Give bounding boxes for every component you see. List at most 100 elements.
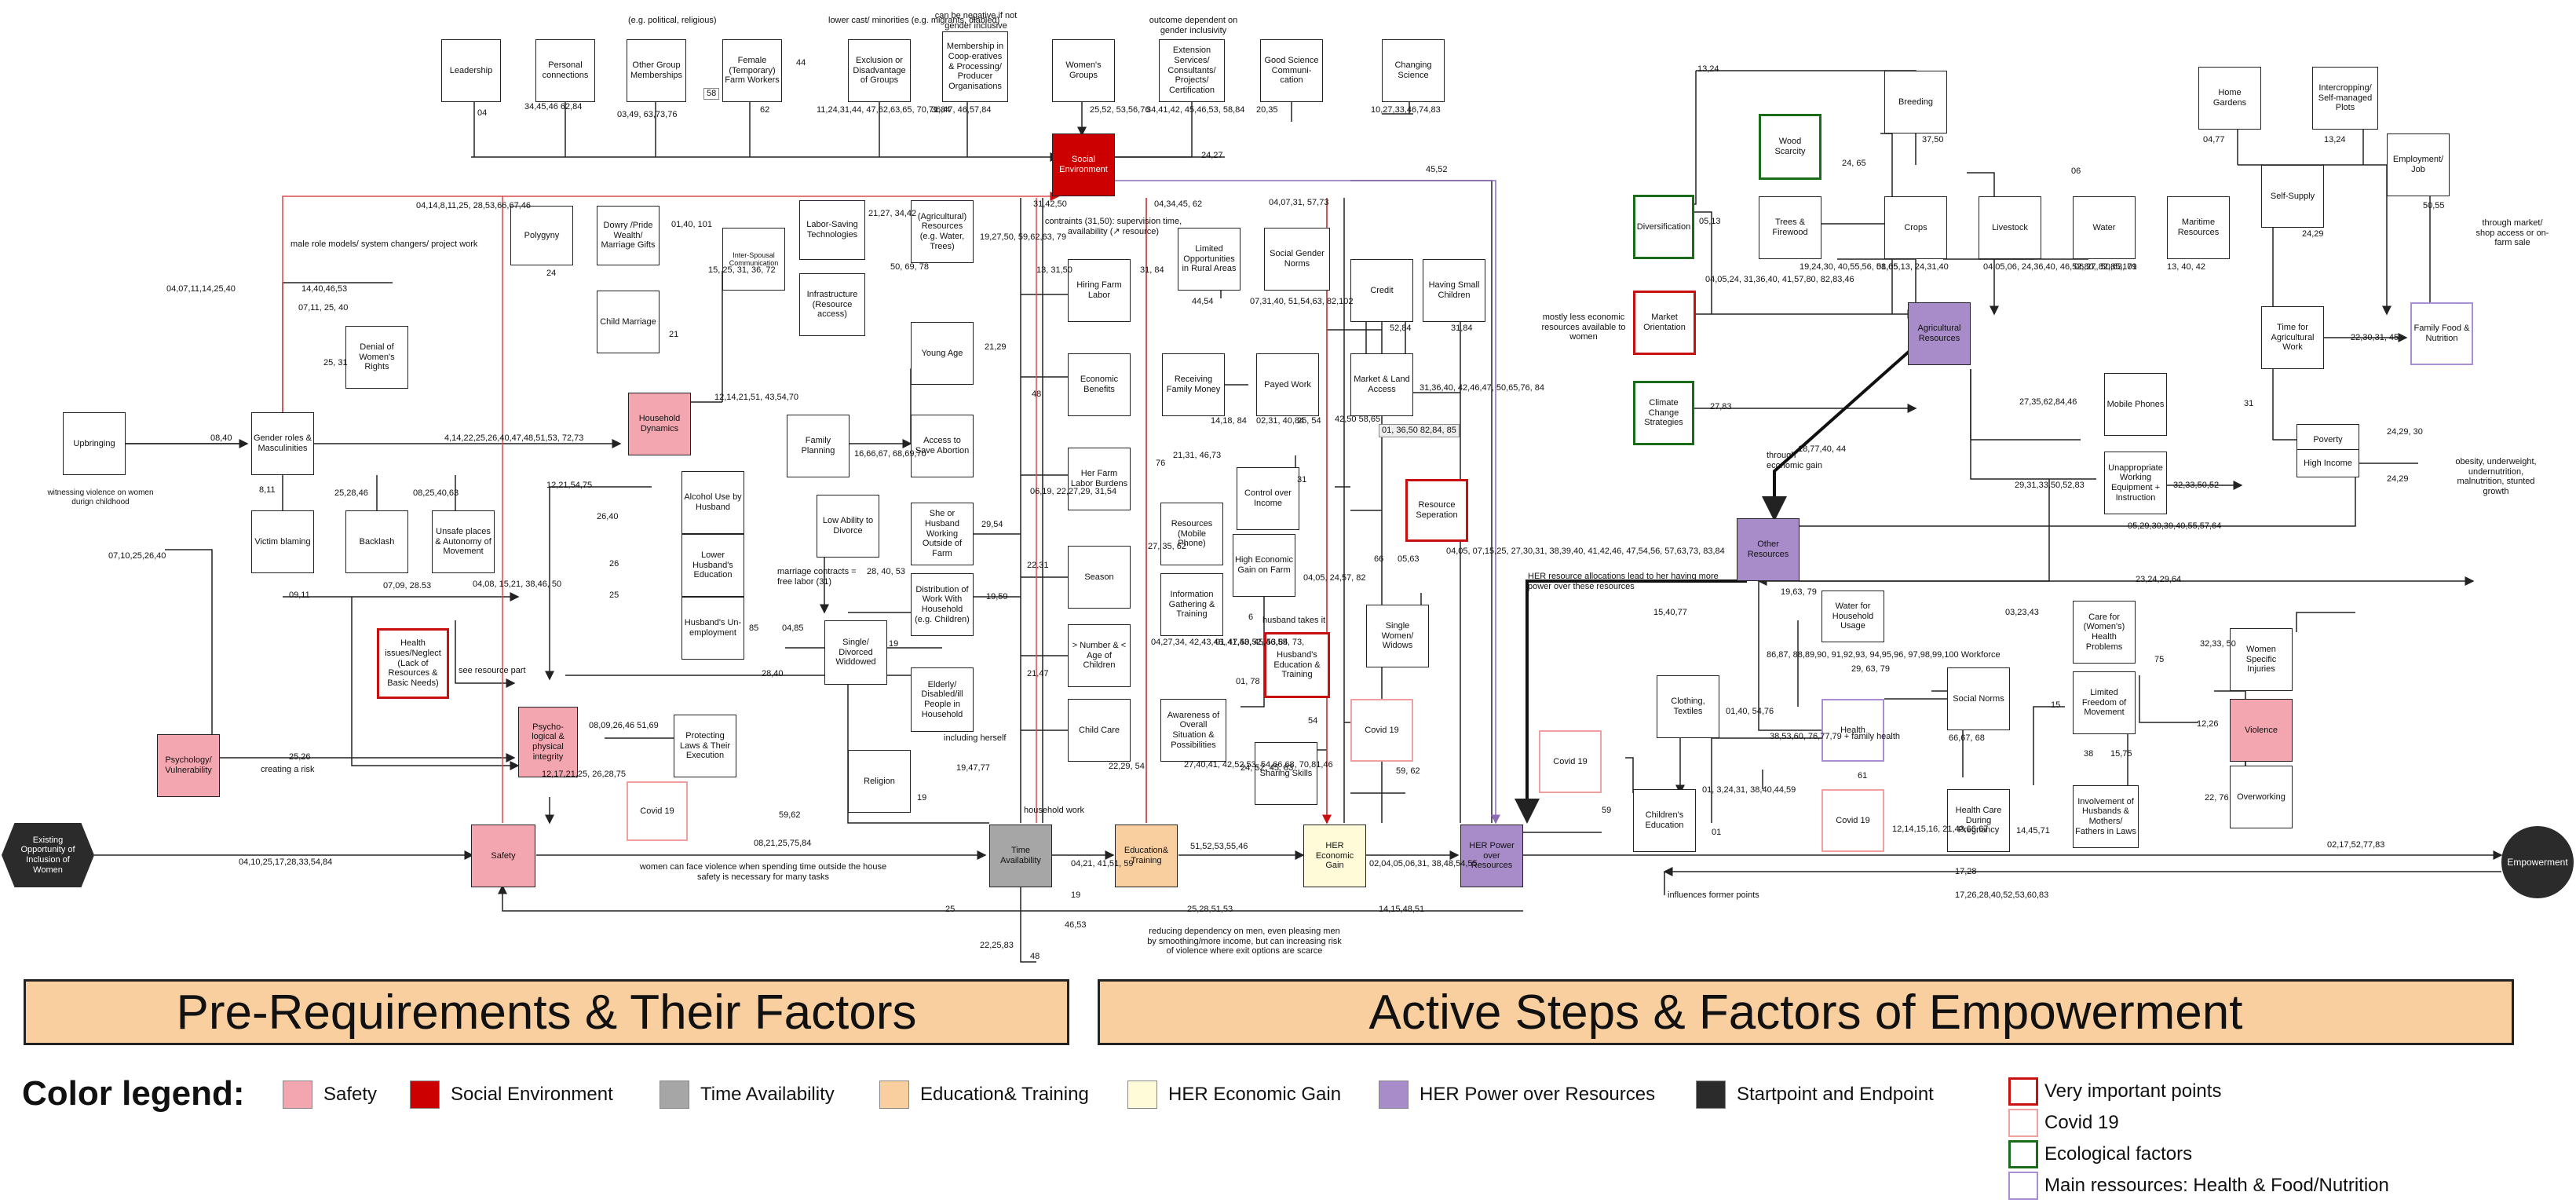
node-high-income: High Income <box>2296 449 2359 477</box>
node-unappropriate-equipment: Unappropriate Working Equipment + Instru… <box>2104 452 2167 514</box>
node-womens-groups: Women's Groups <box>1052 39 1115 102</box>
node-self-supply-label: Self-Supply <box>2270 191 2315 201</box>
node-lower-husband-education-label: Lower Husband's Education <box>692 550 733 580</box>
edge-label: 19,24,30, 40,55,56, 58,65 <box>1800 262 1898 272</box>
node-inter-spousal-communication: Inter-Spousal Communication <box>722 228 785 291</box>
edge-label: 8,11 <box>259 485 276 495</box>
edge-label: 25,26 <box>289 752 311 762</box>
edge-label: 27,40,41, 42,52,53, 54,66,68, 70,81,46 <box>1184 760 1333 770</box>
edge-label: 25,52, 53,56,76 <box>1090 105 1150 115</box>
edge-label: 21,27, 34,42 <box>868 209 917 218</box>
node-overworking: Overworking <box>2230 766 2293 828</box>
node-maritime-resources-label: Maritime Resources <box>2177 218 2220 237</box>
node-good-science-communication: Good Science Communi-cation <box>1260 39 1323 102</box>
node-awareness: Awareness of Overall Situation & Possibi… <box>1160 699 1226 762</box>
core-node-education-training: Education& Training <box>1115 825 1178 887</box>
edge-label: 07,11, 25, 40 <box>298 303 349 313</box>
legend-border-covid: Covid 19 <box>2008 1109 2119 1137</box>
edge-label: 31,84 <box>1451 324 1473 333</box>
edge-label: 25 <box>945 905 955 914</box>
edge-label: 22,30,31, 45 <box>2351 333 2399 342</box>
node-other-group-memberships-label: Other Group Memberships <box>630 60 683 80</box>
edge-label: 44 <box>796 58 806 68</box>
node-protecting-laws-label: Protecting Laws & Their Execution <box>680 731 730 761</box>
node-control-over-income: Control over Income <box>1237 467 1299 530</box>
legend-label-start-end: Startpoint and Endpoint <box>1737 1084 1934 1105</box>
edge-label: 04 <box>477 108 488 118</box>
core-node-her-economic-gain-label: HER Economic Gain <box>1315 841 1354 871</box>
edge-label: 44,54 <box>1192 297 1214 306</box>
annotation: women can face violence when spending ti… <box>639 862 887 882</box>
node-family-planning-label: Family Planning <box>801 436 835 455</box>
edge-label: 10,27,33,46,74,83 <box>1371 105 1441 115</box>
node-covid-mid: Covid 19 <box>1350 699 1413 762</box>
node-low-ability-divorce: Low Ability to Divorce <box>817 495 879 558</box>
node-clothing-textiles-label: Clothing, Textiles <box>1671 697 1705 716</box>
legend-label-her-power: HER Power over Resources <box>1420 1084 1656 1105</box>
edge-label: 27, 35, 62 <box>1148 542 1186 551</box>
node-credit: Credit <box>1350 259 1413 322</box>
edge-label: 76 <box>1156 459 1166 468</box>
node-economic-benefits-label: Economic Benefits <box>1080 375 1119 394</box>
node-hiring-farm-labor: Hiring Farm Labor <box>1068 259 1131 322</box>
edge-label: 59, 62 <box>1396 766 1420 776</box>
node-employment-job-label: Employment/ Job <box>2392 155 2444 174</box>
node-psychological-integrity: Psycho-logical & physical integrity <box>518 707 578 777</box>
annotation: reducing dependency on men, even pleasin… <box>1147 927 1342 956</box>
edge-label: 01,41,43, 45,46,55, 73, <box>1215 638 1305 647</box>
edge-label: 11,24,31,44, 47,62,63,65, 70,71,84 <box>817 105 951 115</box>
edge-label: 08,21,25,75,84 <box>754 839 812 848</box>
node-victim-blaming-label: Victim blaming <box>254 536 311 547</box>
annotation: household work <box>1024 806 1085 815</box>
node-leadership: Leadership <box>441 39 501 102</box>
core-node-social-environment-label: Social Environment <box>1059 155 1108 174</box>
edge-label: 42,50 58,65 <box>1335 415 1381 424</box>
node-she-husband-working: She or Husband Working Outside of Farm <box>911 503 974 565</box>
node-receiving-family-money: Receiving Family Money <box>1162 353 1225 416</box>
edge-label: 29,54 <box>981 520 1003 529</box>
node-husbands-education-label: Husband's Education & Training <box>1273 650 1321 680</box>
edge-label: 19,59 <box>986 592 1008 602</box>
node-leadership-label: Leadership <box>449 65 493 75</box>
edge-label: 52,84 <box>1390 324 1412 333</box>
edge-label: 04,21, 41,51, 59 <box>1071 859 1134 868</box>
legend-swatch-start-end <box>1696 1081 1726 1109</box>
edge-label: 26 <box>609 559 619 569</box>
edge-label: 04,07,11,14,25,40 <box>166 284 236 294</box>
node-home-gardens-label: Home Gardens <box>2212 88 2247 108</box>
node-health-label: Health <box>1840 725 1865 735</box>
node-other-resources-label: Other Resources <box>1747 539 1789 559</box>
edge-label: 13, 31,50 <box>1036 265 1072 275</box>
node-other-resources: Other Resources <box>1737 518 1800 581</box>
node-agricultural-resources-label: Agricultural Resources <box>1917 324 1961 343</box>
node-denial-womens-rights: Denial of Women's Rights <box>345 326 408 389</box>
legend-swatch-her-power <box>1379 1081 1409 1109</box>
node-extension-services-label: Extension Services/ Consultants/ Project… <box>1167 46 1216 95</box>
legend-label-very-important: Very important points <box>2044 1081 2222 1102</box>
edge-label: 24, 52, 45, 83 <box>1240 763 1294 773</box>
legend-swatch-social-environment <box>410 1081 440 1109</box>
legend-item-her-power: HER Power over Resources <box>1379 1081 1655 1109</box>
node-poverty-label: Poverty <box>2313 434 2343 444</box>
node-livestock: Livestock <box>1979 196 2041 259</box>
end-node-empowerment: Empowerment <box>2501 826 2574 898</box>
edge-label: 31,42,50 <box>1033 199 1067 209</box>
node-involvement-husbands: Involvement of Husbands & Mothers/ Fathe… <box>2073 785 2139 848</box>
edge-label: 04,27,34, 42,43,46, 47,50,52, 53,84 <box>1151 638 1288 647</box>
node-diversification: Diversification <box>1633 195 1694 259</box>
edge-label: 31 <box>1297 475 1307 484</box>
node-sharing-skills: Sharing Skills <box>1255 742 1317 805</box>
edge-label: 34,41,42, 45,46,53, 58,84 <box>1146 105 1245 115</box>
edge-label: 01, 78 <box>1236 677 1260 686</box>
banner-active-steps: Active Steps & Factors of Empowerment <box>1098 979 2514 1045</box>
node-care-womens-health: Care for (Women's) Health Problems <box>2073 601 2136 664</box>
edge-label: 12,21,54,75 <box>546 481 593 490</box>
legend-label-economic-gain: HER Economic Gain <box>1168 1084 1342 1105</box>
annotation: male role models/ system changers/ proje… <box>290 240 478 249</box>
edge-label: 38 <box>2084 749 2094 759</box>
node-low-ability-divorce-label: Low Ability to Divorce <box>822 516 874 536</box>
edge-label: 26,40 <box>597 512 619 521</box>
edge-label: 07,10,25,26,40 <box>108 551 166 561</box>
node-she-husband-working-label: She or Husband Working Outside of Farm <box>922 509 963 558</box>
